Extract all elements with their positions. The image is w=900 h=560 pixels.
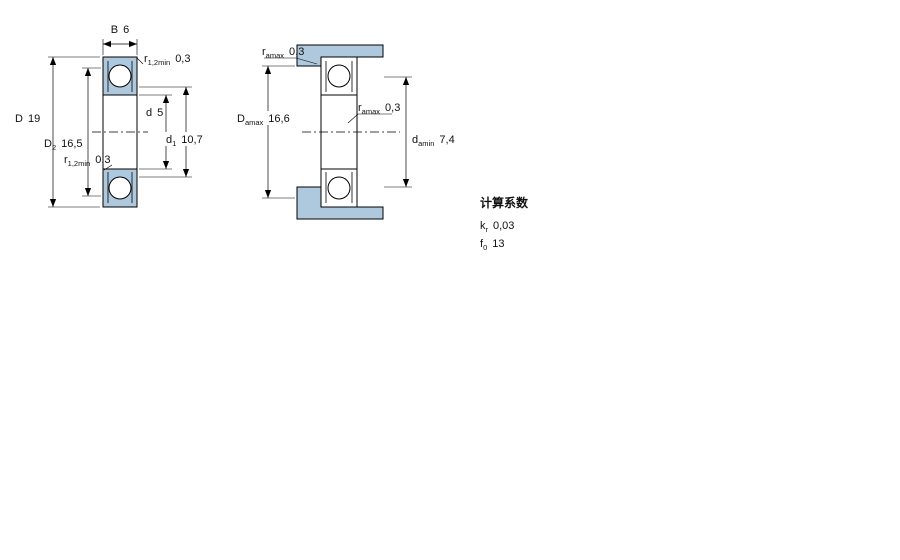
- leader-r-top: [136, 57, 144, 65]
- leader-ra-top: [264, 57, 318, 65]
- abutment-view: [296, 44, 400, 220]
- dim-da: [384, 76, 412, 188]
- ball-top: [108, 64, 132, 88]
- bearing-section-view: [92, 56, 148, 208]
- leader-r-bottom: [103, 164, 113, 171]
- calculation-factors-heading: 计算系数: [480, 195, 529, 210]
- dim-B: [102, 39, 138, 55]
- dim-d1: [139, 86, 209, 178]
- ball-top-mounted: [327, 64, 351, 88]
- dim-D: [48, 56, 100, 208]
- bearing-bottom-ring-mounted: [320, 168, 358, 208]
- housing-section: [296, 44, 384, 67]
- ball-bottom: [108, 176, 132, 200]
- dim-D2: [82, 67, 101, 197]
- bearing-top-ring-mounted: [320, 56, 358, 96]
- leader-ra-mid: [347, 113, 392, 124]
- ball-bottom-mounted: [327, 176, 351, 200]
- dim-Da: [235, 65, 295, 199]
